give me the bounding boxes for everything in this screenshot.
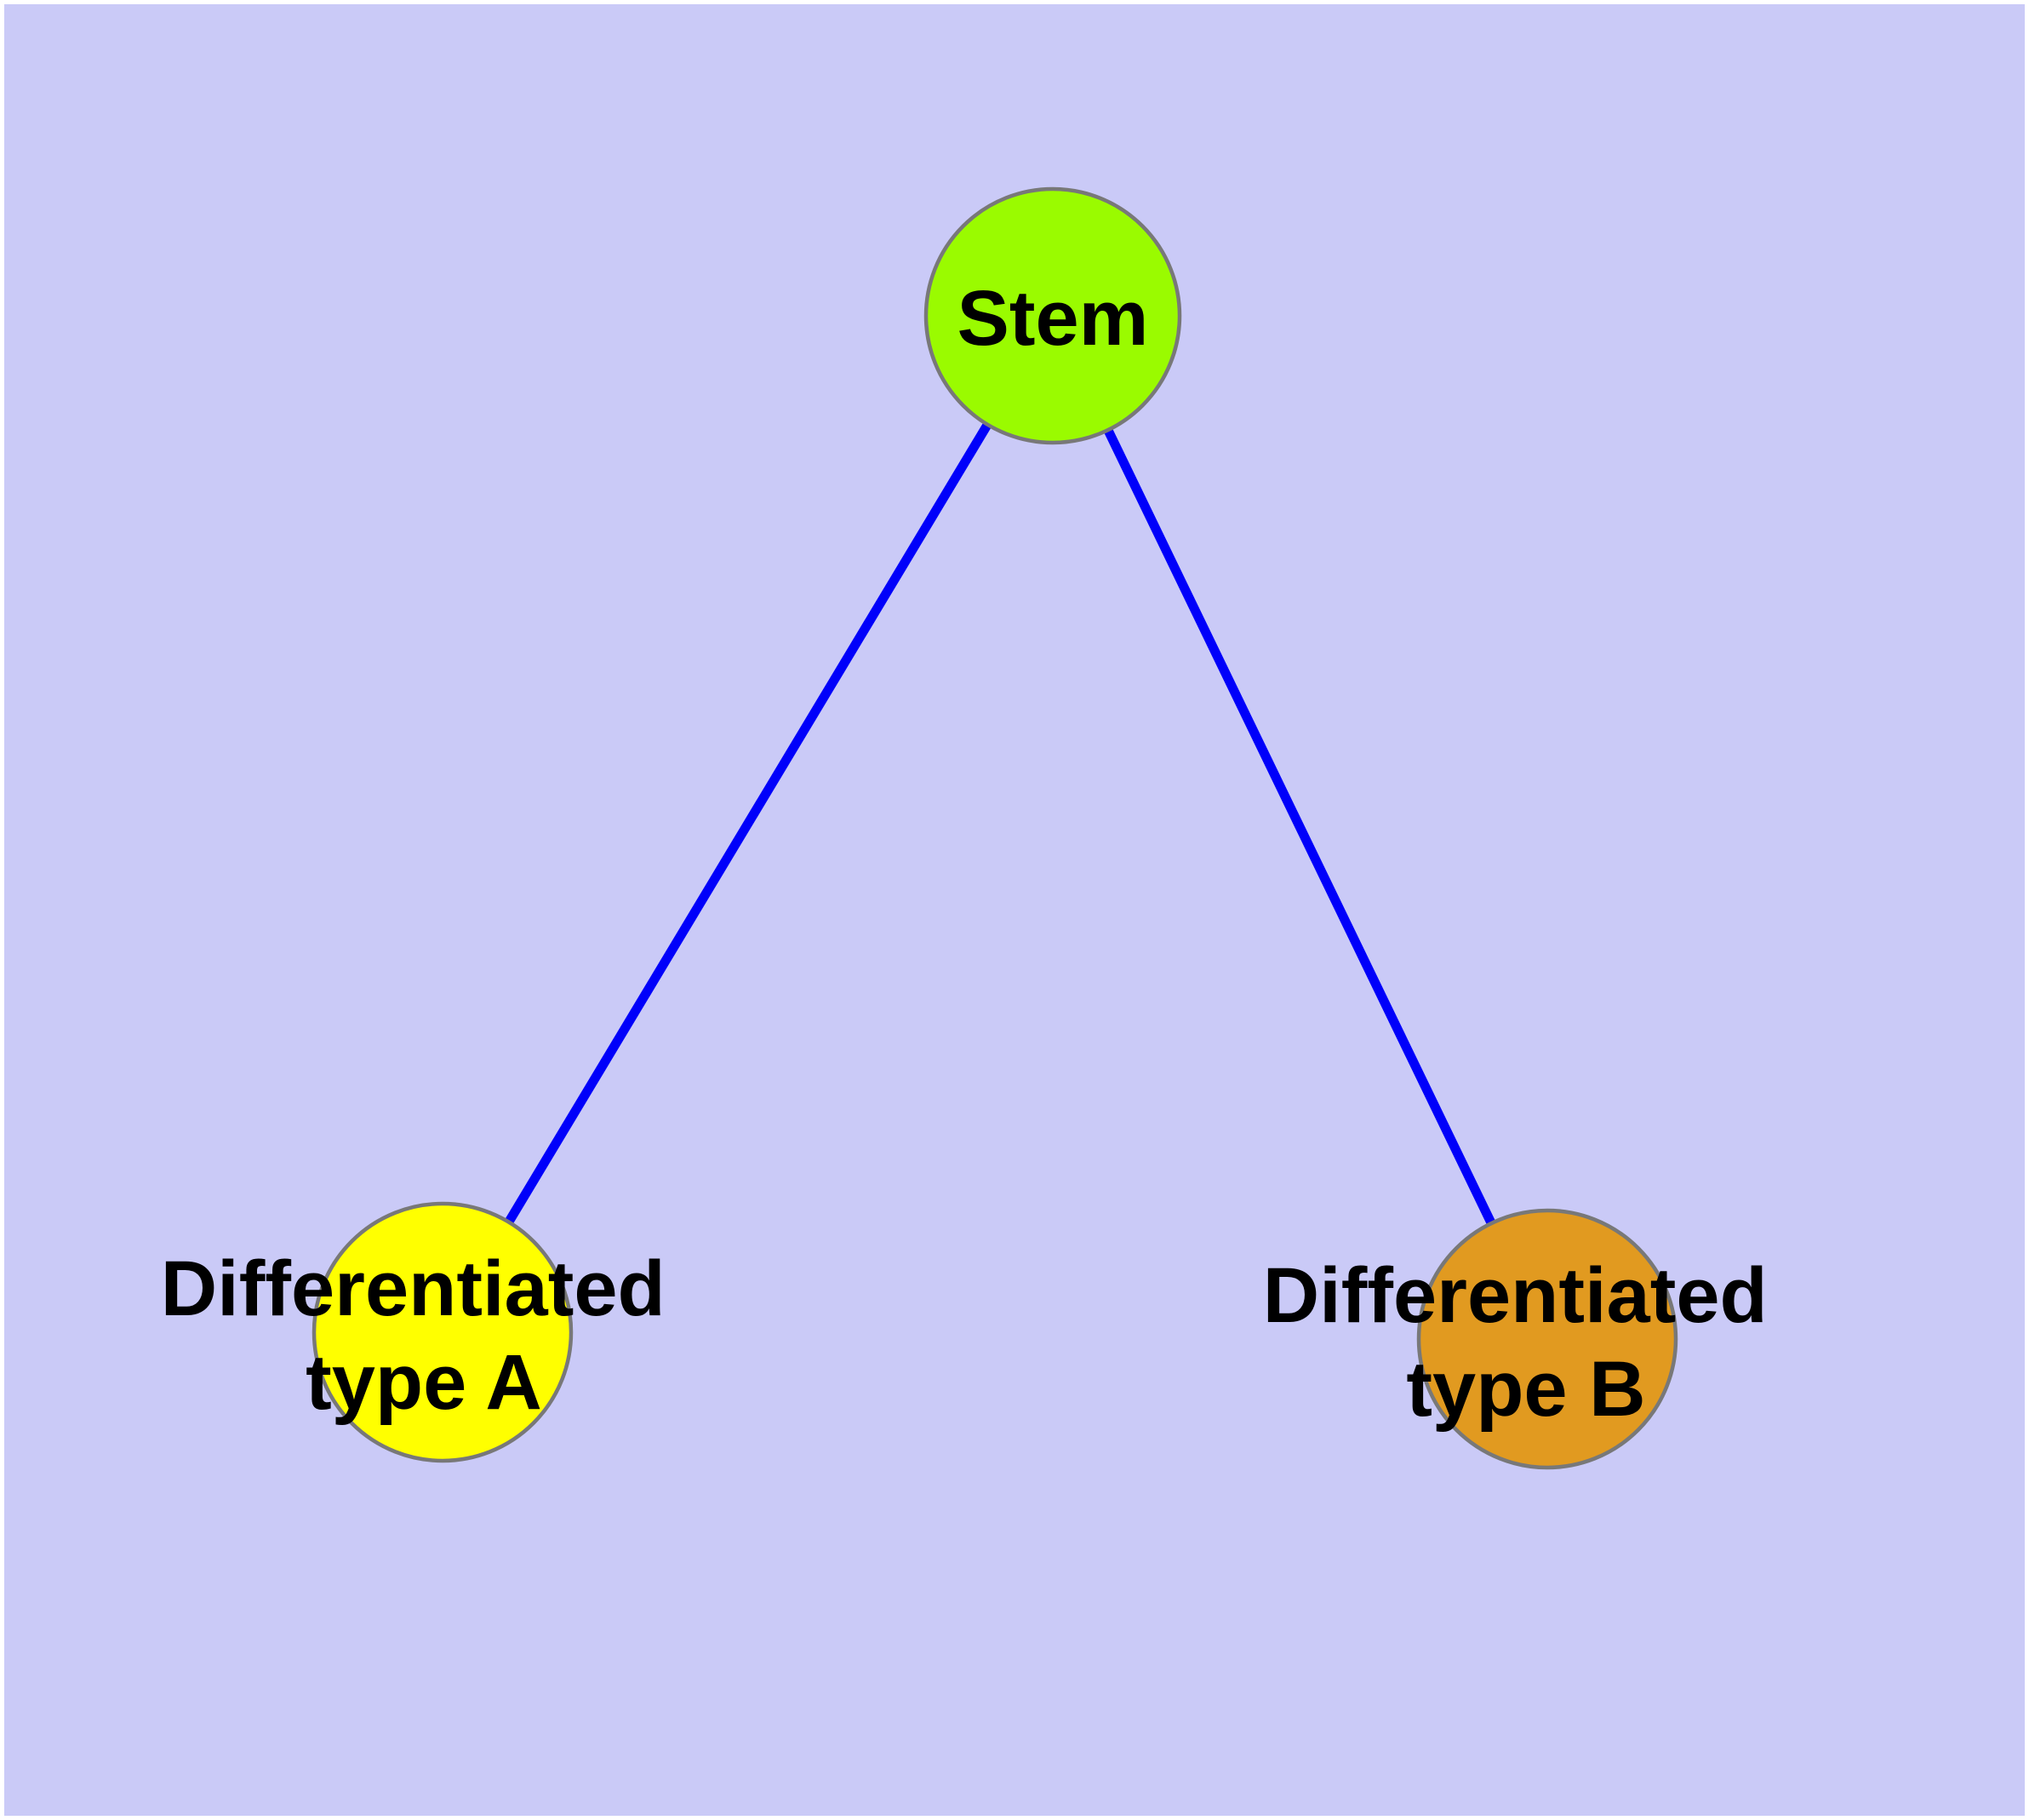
- node-differentiated-type-a: Differentiated type A: [161, 1201, 688, 1463]
- node-differentiated-type-a-label-line2: type A: [306, 1339, 542, 1426]
- node-differentiated-type-a-circle: [311, 1201, 574, 1463]
- edge-stem-to-type-a: [438, 313, 1057, 1335]
- edge-layer: [438, 313, 1552, 1342]
- node-differentiated-type-b-label: Differentiated type B: [1263, 1252, 1790, 1433]
- edge-stem-to-type-b: [1049, 313, 1552, 1342]
- node-differentiated-type-b-circle: [1416, 1208, 1678, 1470]
- node-differentiated-type-a-label-line1: Differentiated: [161, 1245, 666, 1332]
- node-stem-label: Stem: [957, 275, 1149, 362]
- node-differentiated-type-b: Differentiated type B: [1263, 1208, 1790, 1470]
- node-stem: Stem: [923, 186, 1182, 445]
- node-differentiated-type-b-label-line2: type B: [1406, 1346, 1645, 1433]
- node-differentiated-type-b-label-line1: Differentiated: [1263, 1252, 1768, 1339]
- node-differentiated-type-a-label: Differentiated type A: [161, 1245, 688, 1426]
- node-stem-circle: [923, 186, 1182, 445]
